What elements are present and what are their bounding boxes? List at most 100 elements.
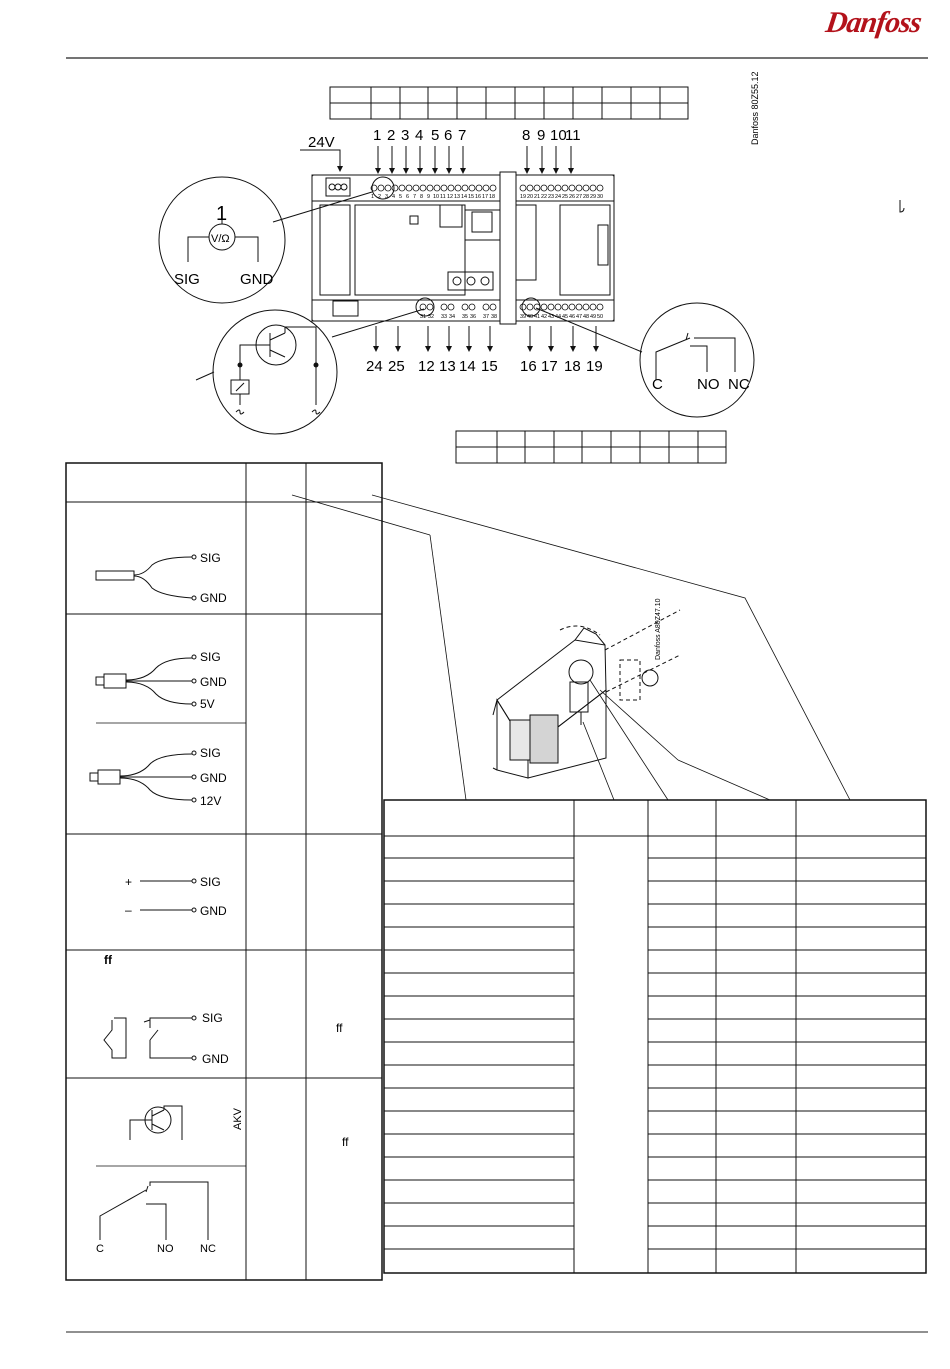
svg-text:14: 14 (461, 194, 467, 200)
svg-text:7: 7 (458, 127, 466, 144)
svg-text:39: 39 (520, 314, 526, 320)
svg-text:17: 17 (482, 194, 488, 200)
svg-text:11: 11 (565, 127, 581, 144)
akv-label: AKV (232, 1107, 244, 1130)
temperature-sensor-symbol (95, 556, 193, 599)
supply-arrow (300, 149, 341, 170)
svg-text:6: 6 (444, 127, 452, 144)
sensor-sig-label: SIG (200, 551, 221, 565)
svg-text:13: 13 (439, 358, 456, 375)
svg-text:30: 30 (597, 194, 603, 200)
out-no-label: NO (157, 1243, 174, 1255)
onoff-sig-label: SIG (202, 1011, 223, 1025)
svg-text:9: 9 (427, 194, 430, 200)
pressure-transmitter-5v-symbol (95, 657, 193, 705)
p12-sig-label: SIG (200, 746, 221, 760)
p12-supply-label: 12V (200, 794, 221, 808)
svg-text:9: 9 (537, 127, 545, 144)
bottom-terminal-grid (455, 430, 727, 464)
svg-text:3: 3 (385, 194, 388, 200)
p5-gnd-label: GND (200, 675, 227, 689)
voltage-sig-label: SIG (200, 875, 221, 889)
svg-text:23: 23 (548, 194, 554, 200)
svg-text:37: 37 (483, 314, 489, 320)
onoff-col3-mark: ff (336, 1021, 343, 1035)
svg-text:31: 31 (420, 314, 426, 320)
output-relay-symbol (99, 1181, 209, 1240)
svg-text:18: 18 (564, 358, 581, 375)
svg-text:40: 40 (527, 314, 533, 320)
input-sig-label: SIG (174, 271, 200, 288)
svg-text:10: 10 (550, 127, 567, 144)
svg-text:5: 5 (399, 194, 402, 200)
svg-text:34: 34 (449, 314, 455, 320)
svg-text:8: 8 (522, 127, 530, 144)
svg-text:32: 32 (428, 314, 434, 320)
terminal-strip-labels: 1 2 3 4 5 6 7 8 9 10 11 12 13 14 15 16 1… (371, 194, 603, 320)
svg-text:11: 11 (440, 194, 446, 200)
svg-text:41: 41 (534, 314, 540, 320)
terminal-assignment-table (383, 799, 927, 1274)
out-c-label: C (96, 1243, 104, 1255)
svg-text:5: 5 (431, 127, 439, 144)
sensor-gnd-label: GND (200, 591, 227, 605)
svg-text:20: 20 (527, 194, 533, 200)
p5-sig-label: SIG (200, 650, 221, 664)
input-detail-circle (158, 176, 373, 304)
svg-text:6: 6 (406, 194, 409, 200)
svg-text:24: 24 (555, 194, 561, 200)
svg-text:47: 47 (576, 314, 582, 320)
switch-symbol (103, 1017, 192, 1059)
svg-text:16: 16 (475, 194, 481, 200)
svg-text:2: 2 (387, 127, 395, 144)
supply-label: 24V (308, 134, 335, 151)
input-gnd-label: GND (240, 271, 274, 288)
controller-body (311, 171, 615, 325)
voltage-minus: – (125, 903, 132, 917)
svg-text:19: 19 (520, 194, 526, 200)
onoff-mark: ff (104, 953, 113, 967)
svg-text:8: 8 (420, 194, 423, 200)
svg-text:22: 22 (541, 194, 547, 200)
svg-text:4: 4 (415, 127, 423, 144)
svg-text:19: 19 (586, 358, 603, 375)
svg-text:17: 17 (541, 358, 558, 375)
drawing-code: Danfoss 80Z55.12 (750, 71, 760, 145)
output-transistor-symbol (129, 1105, 183, 1140)
out-nc-label: NC (200, 1243, 216, 1255)
svg-text:1: 1 (371, 194, 374, 200)
module-isometric-drawing (492, 609, 771, 801)
top-arrows (377, 146, 572, 172)
svg-text:1: 1 (373, 127, 381, 144)
svg-text:27: 27 (576, 194, 582, 200)
voltage-plus: + (125, 875, 132, 889)
svg-text:2: 2 (378, 194, 381, 200)
svg-text:15: 15 (481, 358, 498, 375)
svg-text:29: 29 (590, 194, 596, 200)
connection-table (65, 462, 851, 1281)
relay-no-label: NO (697, 376, 720, 393)
relay-c-label: C (652, 376, 663, 393)
p12-gnd-label: GND (200, 771, 227, 785)
svg-text:46: 46 (569, 314, 575, 320)
top-terminal-numbers: 1 2 3 4 5 6 7 8 9 10 11 (373, 127, 581, 144)
svg-text:13: 13 (454, 194, 460, 200)
svg-text:36: 36 (470, 314, 476, 320)
svg-text:26: 26 (569, 194, 575, 200)
pressure-transmitter-12v-symbol (89, 753, 193, 801)
input-number: 1 (216, 203, 227, 225)
relay-detail-circle (535, 302, 755, 418)
svg-text:43: 43 (548, 314, 554, 320)
module-code: Danfoss A80Z47.10 (655, 598, 662, 660)
svg-text:35: 35 (462, 314, 468, 320)
onoff-gnd-label: GND (202, 1052, 229, 1066)
svg-text:21: 21 (534, 194, 540, 200)
svg-text:3: 3 (401, 127, 409, 144)
bottom-terminal-numbers: 24 25 12 13 14 15 16 17 18 19 (366, 358, 603, 375)
relay-nc-label: NC (728, 376, 750, 393)
meter-symbol: V/Ω (211, 233, 230, 245)
svg-text:50: 50 (597, 314, 603, 320)
outputs-col3-mark: ff (342, 1135, 349, 1149)
svg-text:25: 25 (562, 194, 568, 200)
